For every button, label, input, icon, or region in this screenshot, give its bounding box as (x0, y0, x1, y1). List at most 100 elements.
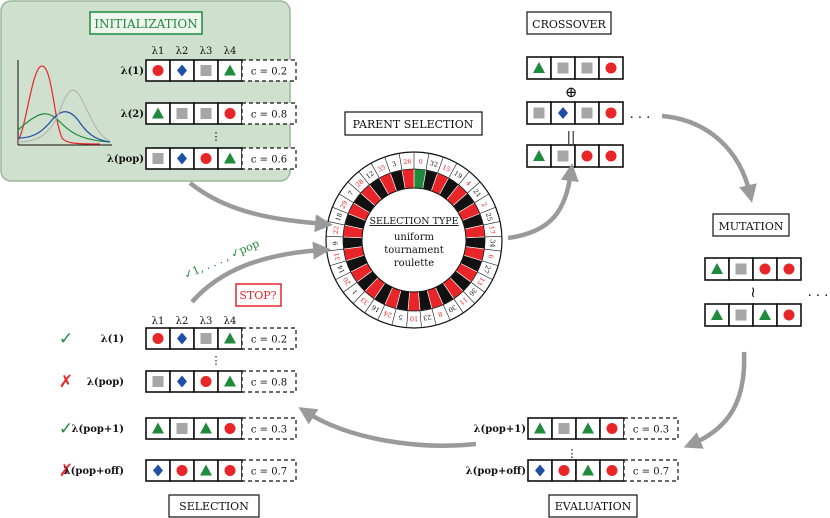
fitness-value: c = 0.3 (633, 425, 669, 436)
crossover-plus-symbol: ⊕ (565, 83, 578, 101)
fitness-value: c = 0.8 (251, 378, 287, 389)
wheel-number: 26 (403, 157, 412, 166)
lambda-header: λ2 (176, 46, 189, 57)
individual-label: λ(pop+off) (64, 466, 124, 477)
blue-diamond-gene-icon (177, 332, 187, 345)
wheel-number: 13 (475, 276, 486, 287)
vertical-dots: ⋮ (211, 130, 222, 143)
gray-square-gene-icon (152, 153, 164, 164)
initialization-panel (0, 0, 291, 182)
green-triangle-gene-icon (224, 64, 236, 76)
wheel-number: 7 (346, 189, 355, 197)
wheel-number: 30 (447, 303, 458, 314)
selection-title: SELECTION (179, 500, 249, 513)
crossover-title: CROSSOVER (532, 18, 606, 31)
green-triangle-gene-icon (224, 332, 236, 344)
wheel-number: 8 (437, 310, 444, 319)
wheel-number: 10 (410, 315, 418, 323)
mutation-ellipsis: . . . (808, 285, 829, 300)
cross-icon: ✗ (59, 372, 73, 392)
cross-icon: ✗ (59, 461, 73, 481)
gray-square-gene-icon (200, 108, 212, 119)
individual-label: λ(pop+off) (466, 466, 526, 477)
red-circle-gene-icon (783, 309, 795, 321)
blue-diamond-gene-icon (558, 107, 568, 119)
blue-diamond-gene-icon (177, 152, 187, 165)
wheel-number: 15 (441, 163, 452, 174)
red-circle-gene-icon (606, 423, 618, 434)
gray-square-gene-icon (152, 376, 164, 387)
selection-title-box (168, 494, 260, 518)
wheel-number: 34 (488, 239, 496, 248)
fitness-box (623, 417, 679, 440)
lambda-header: λ4 (224, 316, 237, 327)
red-circle-gene-icon (558, 465, 570, 476)
wheel-number: 19 (452, 169, 463, 180)
blue-diamond-gene-icon (153, 464, 163, 477)
fitness-value: c = 0.3 (251, 425, 287, 436)
crossover-title-box (526, 11, 612, 35)
red-circle-gene-icon (606, 465, 618, 476)
wheel-number: 35 (376, 163, 387, 174)
gray-square-gene-icon (176, 108, 188, 119)
check-icon: ✓ (59, 329, 73, 349)
green-triangle-gene-icon (200, 422, 212, 434)
red-circle-gene-icon (176, 465, 188, 476)
red-circle-gene-icon (200, 153, 212, 164)
green-triangle-gene-icon (711, 263, 723, 274)
wheel-number: 5 (398, 313, 403, 322)
fitness-value: c = 0.2 (251, 335, 287, 346)
wheel-number: 21 (471, 188, 482, 199)
selection-type-label: SELECTION TYPE (369, 216, 458, 227)
green-triangle-gene-icon (152, 422, 164, 434)
gray-square-gene-icon (581, 62, 593, 74)
red-circle-gene-icon (605, 62, 617, 74)
gray-square-gene-icon (735, 263, 747, 275)
wheel-segment (407, 291, 421, 312)
gray-square-gene-icon (200, 333, 212, 344)
individual-label: λ(pop) (107, 154, 144, 165)
arrow-init-to-selection (188, 181, 333, 233)
wheel-number: 6 (486, 254, 495, 260)
arrow-selection-to-parent (190, 241, 331, 304)
gray-square-gene-icon (557, 150, 569, 162)
green-triangle-gene-icon (224, 152, 236, 164)
mutation-approx-symbol: ≀ (750, 283, 756, 301)
crossover-ellipsis: . . . (630, 107, 651, 122)
green-triangle-gene-icon (759, 309, 771, 320)
red-circle-gene-icon (581, 150, 593, 162)
wheel-number: 36 (467, 286, 478, 298)
individual-label: λ(pop+1) (72, 424, 124, 435)
wheel-number: 16 (370, 303, 381, 314)
selection-option-roulette: roulette (394, 258, 434, 269)
stop-box (235, 283, 282, 307)
lambda-header: λ1 (152, 316, 165, 327)
gray-square-gene-icon (735, 309, 747, 321)
wheel-number: 24 (383, 309, 393, 319)
stop-label: STOP? (239, 289, 276, 302)
fitness-box (241, 327, 297, 350)
initialization-title-box (89, 11, 203, 35)
distribution-plot (17, 60, 112, 146)
red-distribution-curve (17, 65, 101, 145)
gray-square-gene-icon (557, 62, 569, 74)
wheel-number: 11 (458, 295, 469, 306)
evaluation-title: EVALUATION (555, 500, 632, 513)
gray-distribution-curve (17, 89, 111, 143)
individual-label: λ(1) (121, 66, 144, 77)
fitness-box (241, 370, 297, 393)
wheel-number: 22 (332, 225, 341, 234)
wheel-number: 14 (336, 264, 347, 275)
fitness-box (241, 59, 297, 82)
wheel-number: 29 (338, 199, 349, 210)
wheel-number: 12 (364, 169, 375, 180)
check-icon: ✓ (59, 419, 73, 439)
wheel-number: 20 (342, 276, 353, 287)
lambda-header: λ4 (224, 46, 237, 57)
fitness-value: c = 0.2 (251, 67, 287, 78)
green-distribution-curve (17, 113, 111, 143)
vertical-dots: ⋮ (567, 447, 578, 460)
wheel-number: 32 (429, 159, 439, 169)
arrow-parent-to-crossover (507, 163, 579, 241)
